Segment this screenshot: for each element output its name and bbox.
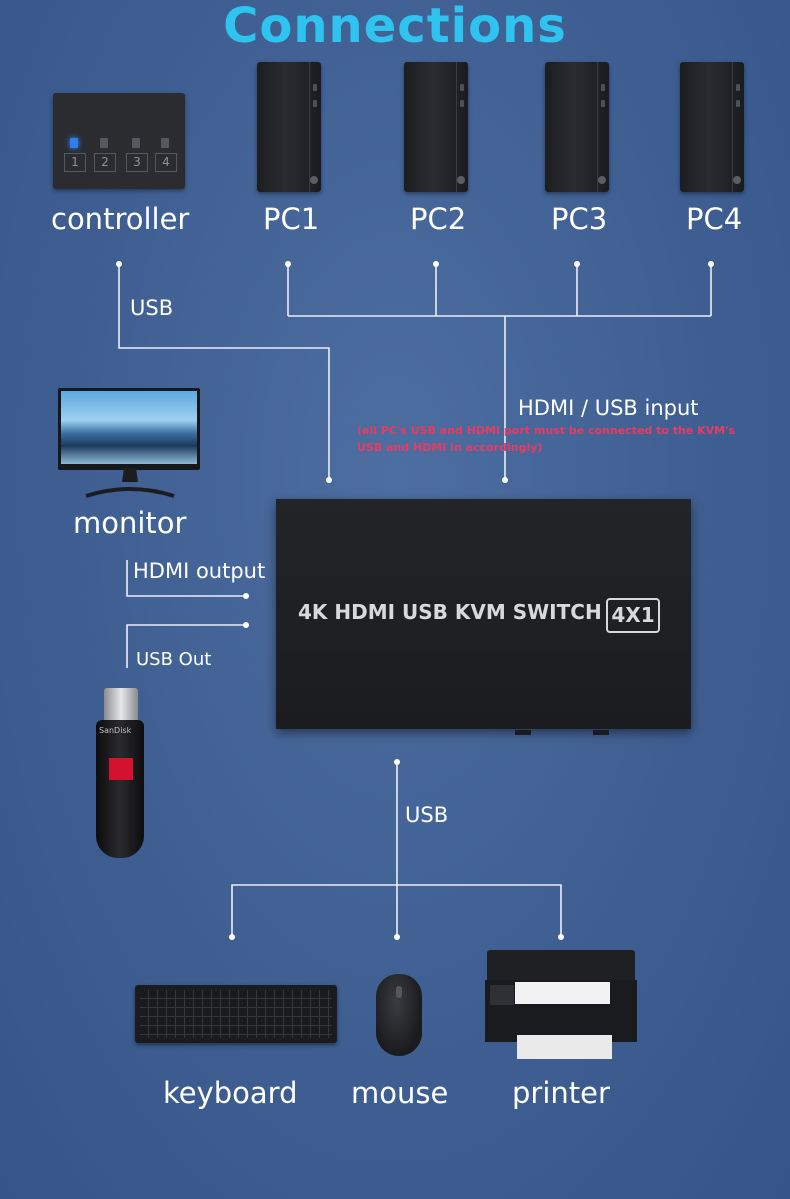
- input-note-line2: USB and HDMI in accordingly): [357, 441, 543, 454]
- monitor-stand: [85, 468, 175, 498]
- controller-dot: [116, 261, 122, 267]
- input-note-line1: (all PC's USB and HDMI port must be conn…: [357, 424, 736, 437]
- monitor-label: monitor: [73, 506, 187, 540]
- usb-out-dot: [243, 622, 249, 628]
- mouse-label: mouse: [351, 1076, 449, 1110]
- controller-key-2: 2: [94, 153, 116, 172]
- bottom-bus-line: [231, 884, 562, 937]
- mouse-image: [376, 974, 422, 1056]
- controller-led-3: [132, 138, 140, 148]
- hdmi-output-label: HDMI output: [133, 559, 266, 583]
- kvm-badge: 4X1: [606, 598, 660, 633]
- hdmi-output-line: [126, 560, 246, 597]
- controller-led-1: [70, 138, 78, 148]
- pc4-dot: [708, 261, 714, 267]
- hdmi-output-dot: [243, 593, 249, 599]
- printer-paper: [515, 982, 610, 1004]
- controller-label: controller: [51, 202, 190, 236]
- mouse-dot: [394, 934, 400, 940]
- pc2-image: [404, 62, 468, 192]
- hdmi-usb-input-label: HDMI / USB input: [518, 396, 699, 420]
- controller-key-3: 3: [126, 153, 148, 172]
- printer-scanner-lid: [487, 950, 635, 980]
- monitor-wallpaper: [61, 391, 197, 464]
- pc2-dot: [433, 261, 439, 267]
- keyboard-dot: [229, 934, 235, 940]
- usb-stick-slider: [109, 758, 133, 780]
- kvm-input-dot: [502, 477, 508, 483]
- kvm-label: 4K HDMI USB KVM SWITCH: [298, 600, 602, 624]
- usb-stick-image: [96, 720, 144, 858]
- pc4-image: [680, 62, 744, 192]
- controller-led-4: [161, 138, 169, 148]
- pc1-image: [257, 62, 321, 192]
- controller-usb-line: [118, 264, 330, 480]
- controller-key-1: 1: [64, 153, 86, 172]
- kvm-foot-right: [593, 730, 609, 735]
- pc1-label: PC1: [263, 202, 320, 236]
- pc4-label: PC4: [686, 202, 743, 236]
- usb-out-line: [126, 624, 246, 668]
- printer-control-panel: [490, 985, 514, 1005]
- kvm-switch: 4K HDMI USB KVM SWITCH 4X1: [276, 499, 691, 729]
- controller-led-2: [100, 138, 108, 148]
- usb-stick-plug: [104, 688, 138, 722]
- printer-output-tray: [517, 1035, 612, 1059]
- usb-stick-brand: SanDisk: [99, 726, 132, 735]
- pc3-label: PC3: [551, 202, 608, 236]
- controller-key-4: 4: [155, 153, 177, 172]
- kvm-usb-dot: [326, 477, 332, 483]
- kvm-foot-left: [515, 730, 531, 735]
- usb-out-label: USB Out: [136, 649, 212, 670]
- pc3-dot: [574, 261, 580, 267]
- pc2-label: PC2: [410, 202, 467, 236]
- pc1-dot: [285, 261, 291, 267]
- controller-image: 1 2 3 4: [53, 93, 185, 189]
- printer-dot: [558, 934, 564, 940]
- monitor-image: [58, 388, 200, 470]
- controller-usb-label: USB: [130, 296, 174, 320]
- keyboard-image: [135, 985, 337, 1043]
- pc3-image: [545, 62, 609, 192]
- keyboard-label: keyboard: [163, 1076, 298, 1110]
- page-title: Connections: [223, 0, 567, 54]
- printer-label: printer: [512, 1076, 610, 1110]
- bottom-usb-label: USB: [405, 803, 449, 827]
- kvm-bottom-dot: [394, 759, 400, 765]
